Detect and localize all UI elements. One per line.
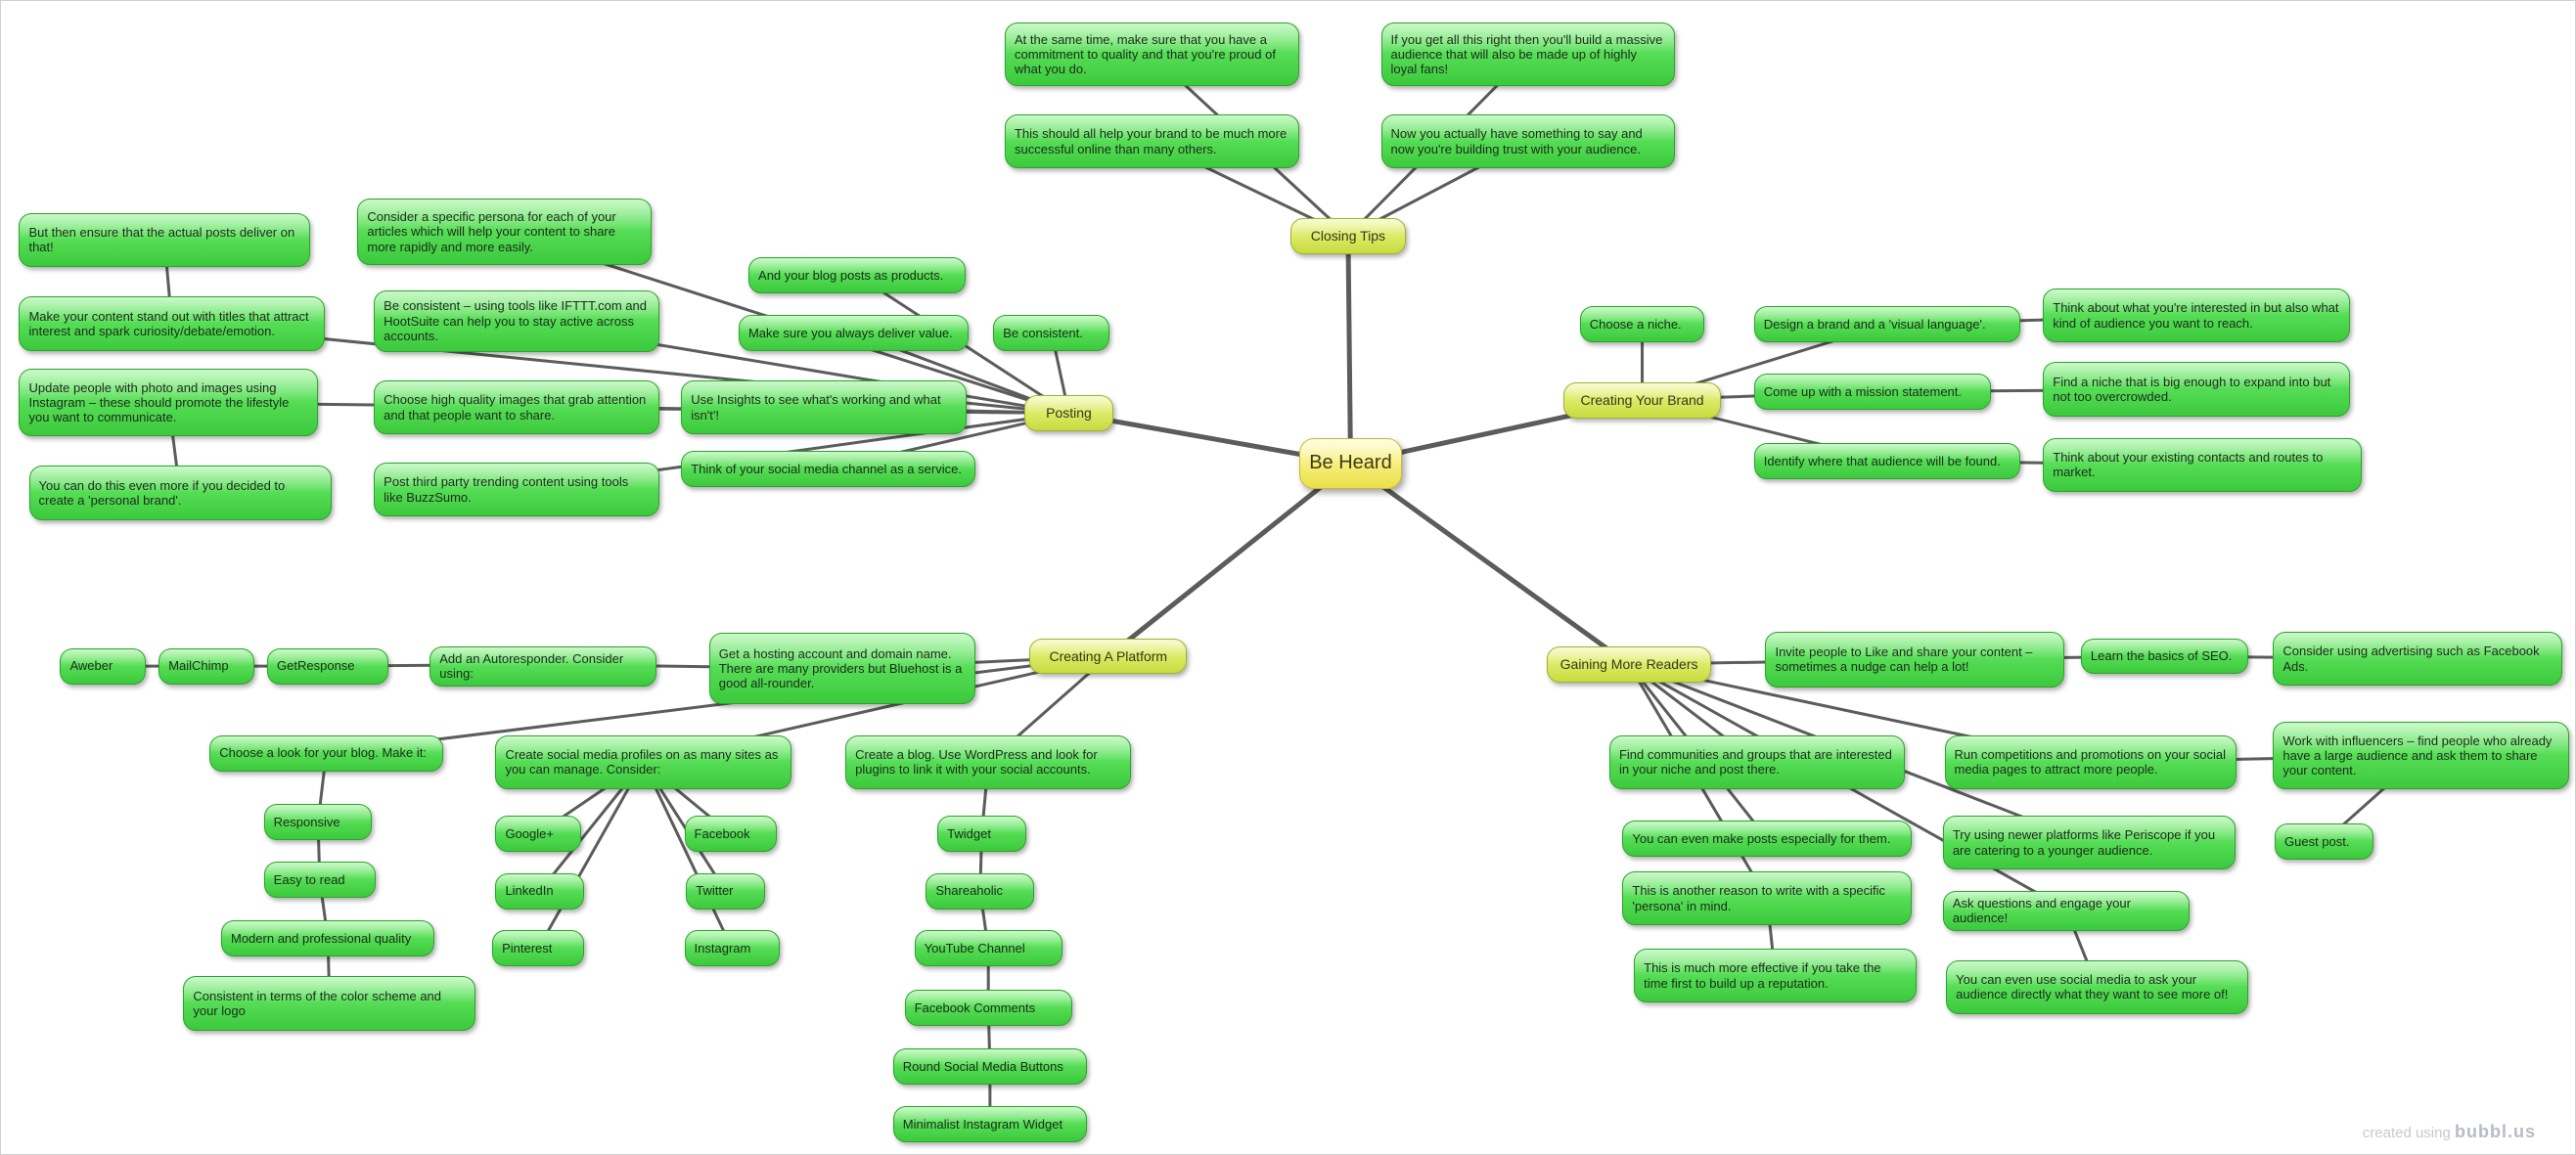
bubble-p8[interactable]: Post third party trending content using … bbox=[374, 462, 660, 517]
bubble-l3[interactable]: Update people with photo and images usin… bbox=[19, 369, 319, 436]
bubble-b1[interactable]: Choose a niche. bbox=[1579, 306, 1705, 343]
bubble-pl8[interactable]: Easy to read bbox=[263, 861, 376, 898]
bubble-g11[interactable]: Ask questions and engage your audience! bbox=[1942, 891, 2190, 931]
bubble-g6[interactable]: Work with influencers – find people who … bbox=[2273, 722, 2569, 790]
bubble-g13[interactable]: You can even use social media to ask you… bbox=[1946, 959, 2249, 1015]
bubble-pl23[interactable]: Round Social Media Buttons bbox=[892, 1048, 1087, 1086]
bubble-ct1[interactable]: At the same time, make sure that you hav… bbox=[1004, 22, 1299, 87]
bubble-p7[interactable]: Use Insights to see what's working and w… bbox=[681, 379, 968, 435]
bubble-pl7[interactable]: Responsive bbox=[263, 804, 373, 841]
bubble-g3[interactable]: Consider using advertising such as Faceb… bbox=[2273, 631, 2562, 687]
bubble-ct2[interactable]: If you get all this right then you'll bu… bbox=[1380, 22, 1676, 87]
bubble-creating-your-brand[interactable]: Creating Your Brand bbox=[1562, 381, 1722, 419]
bubble-g5[interactable]: Run competitions and promotions on your … bbox=[1944, 734, 2237, 789]
bubble-ct4[interactable]: Now you actually have something to say a… bbox=[1380, 113, 1676, 169]
bubble-ct3[interactable]: This should all help your brand to be mu… bbox=[1004, 113, 1299, 169]
edge-be_heard-gaining_more_readers bbox=[1347, 461, 1632, 667]
bubble-pl18[interactable]: Create a blog. Use WordPress and look fo… bbox=[845, 734, 1132, 789]
bubble-pl6[interactable]: Choose a look for your blog. Make it: bbox=[209, 734, 443, 772]
bubbl-us-logo[interactable]: bubbl.us bbox=[2455, 1122, 2536, 1141]
bubble-pl14[interactable]: LinkedIn bbox=[495, 872, 585, 910]
bubble-p5[interactable]: Be consistent. bbox=[993, 314, 1110, 351]
bubble-pl11[interactable]: Create social media profiles on as many … bbox=[495, 734, 791, 789]
edge-be_heard-posting bbox=[1065, 410, 1353, 466]
bubble-g1[interactable]: Invite people to Like and share your con… bbox=[1765, 631, 2065, 688]
bubble-creating-a-platform[interactable]: Creating A Platform bbox=[1029, 638, 1188, 675]
bubble-pl13[interactable]: Facebook bbox=[684, 815, 777, 852]
bubble-g4[interactable]: Find communities and groups that are int… bbox=[1608, 734, 1906, 789]
bubble-pl19[interactable]: Twidget bbox=[937, 815, 1026, 852]
bubble-b5[interactable]: Find a niche that is big enough to expan… bbox=[2043, 362, 2351, 417]
bubble-p3[interactable]: Be consistent – using tools like IFTTT.c… bbox=[374, 289, 660, 353]
bubble-pl17[interactable]: Instagram bbox=[684, 930, 780, 967]
bubble-l4[interactable]: You can do this even more if you decided… bbox=[28, 466, 332, 520]
bubble-pl22[interactable]: Facebook Comments bbox=[904, 989, 1072, 1026]
bubble-pl16[interactable]: Pinterest bbox=[492, 930, 585, 967]
bubble-g8[interactable]: Try using newer platforms like Periscope… bbox=[1942, 815, 2236, 870]
bubble-pl20[interactable]: Shareaholic bbox=[926, 872, 1035, 910]
bubble-g12[interactable]: This is much more effective if you take … bbox=[1634, 948, 1917, 1003]
bubble-pl15[interactable]: Twitter bbox=[686, 872, 765, 910]
bubble-be-heard[interactable]: Be Heard bbox=[1298, 437, 1403, 489]
edge-be_heard-closing_tips bbox=[1345, 233, 1353, 466]
bubble-pl4[interactable]: MailChimp bbox=[158, 647, 254, 685]
edge-pl11-pl17 bbox=[642, 760, 734, 951]
attribution: created using bubbl.us bbox=[2363, 1122, 2536, 1142]
bubble-gaining-more-readers[interactable]: Gaining More Readers bbox=[1547, 645, 1712, 683]
bubble-pl24[interactable]: Minimalist Instagram Widget bbox=[892, 1106, 1087, 1143]
bubble-posting[interactable]: Posting bbox=[1024, 395, 1113, 431]
bubble-b6[interactable]: Identify where that audience will be fou… bbox=[1753, 442, 2020, 479]
edge-be_heard-creating_a_platform bbox=[1106, 461, 1353, 659]
bubble-pl9[interactable]: Modern and professional quality bbox=[221, 920, 435, 957]
edge-pl11-pl16 bbox=[536, 760, 646, 951]
attribution-text: created using bbox=[2362, 1125, 2451, 1141]
bubble-pl10[interactable]: Consistent in terms of the color scheme … bbox=[183, 976, 476, 1031]
bubble-g10[interactable]: This is another reason to write with a s… bbox=[1622, 870, 1912, 926]
bubble-pl12[interactable]: Google+ bbox=[495, 815, 581, 852]
bubble-p2[interactable]: And your blog posts as products. bbox=[748, 256, 966, 293]
bubble-pl21[interactable]: YouTube Channel bbox=[914, 930, 1062, 967]
edge-gaining_more_readers-g11 bbox=[1627, 662, 2068, 911]
bubble-pl2[interactable]: Add an Autoresponder. Consider using: bbox=[429, 645, 656, 687]
bubble-l1[interactable]: But then ensure that the actual posts de… bbox=[19, 212, 310, 268]
bubble-p1[interactable]: Consider a specific persona for each of … bbox=[357, 198, 652, 266]
bubble-pl3[interactable]: GetResponse bbox=[267, 647, 389, 685]
bubble-p6[interactable]: Choose high quality images that grab att… bbox=[374, 379, 660, 435]
bubble-b7[interactable]: Think about your existing contacts and r… bbox=[2043, 437, 2363, 493]
edge-creating_a_platform-pl6 bbox=[324, 654, 1110, 755]
bubble-b3[interactable]: Think about what you're interested in bu… bbox=[2043, 288, 2351, 343]
bubble-pl1[interactable]: Get a hosting account and domain name. T… bbox=[708, 633, 975, 704]
bubble-p9[interactable]: Think of your social media channel as a … bbox=[681, 451, 975, 488]
bubble-closing-tips[interactable]: Closing Tips bbox=[1290, 217, 1406, 254]
bubble-g7[interactable]: You can even make posts especially for t… bbox=[1622, 820, 1912, 857]
bubble-g9[interactable]: Guest post. bbox=[2275, 823, 2373, 861]
bubble-b4[interactable]: Come up with a mission statement. bbox=[1753, 374, 1991, 411]
bubble-pl5[interactable]: Aweber bbox=[60, 647, 146, 685]
bubble-l2[interactable]: Make your content stand out with titles … bbox=[19, 296, 325, 351]
bubble-p4[interactable]: Make sure you always deliver value. bbox=[738, 314, 970, 351]
bubble-g2[interactable]: Learn the basics of SEO. bbox=[2080, 638, 2249, 675]
bubble-b2[interactable]: Design a brand and a 'visual language'. bbox=[1753, 306, 2020, 343]
